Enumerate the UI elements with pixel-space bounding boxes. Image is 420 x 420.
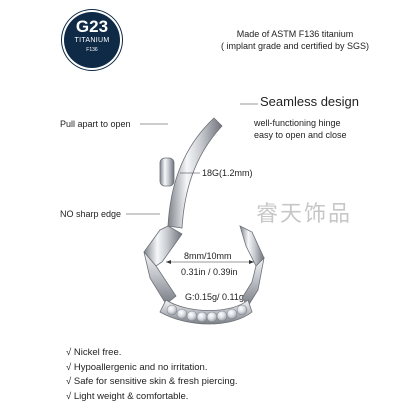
material-line-1: Made of ASTM F136 titanium — [236, 29, 354, 39]
ring-right-lower — [241, 256, 265, 307]
feature-item: √ Light weight & comfortable. — [66, 390, 189, 402]
hinge-arm — [167, 117, 223, 229]
pull-apart-label: Pull apart to open — [60, 119, 131, 129]
seamless-design-title: Seamless design — [260, 94, 359, 109]
gauge-label: 18G(1.2mm) — [202, 168, 253, 178]
feature-item: √ Safe for sensitive skin & fresh pierci… — [66, 376, 238, 387]
feature-list: √ Nickel free. √ Hypoallergenic and no i… — [66, 346, 238, 404]
diameter-in-label: 0.31in / 0.39in — [181, 267, 238, 277]
ring-left-lower — [143, 251, 177, 305]
gem-row — [166, 304, 248, 323]
badge-standard: F136 — [86, 47, 98, 53]
seamless-description: well-functioning hinge easy to open and … — [254, 117, 347, 141]
watermark: 睿天饰品 — [256, 202, 353, 227]
diameter-mm-label: 8mm/10mm — [184, 251, 232, 261]
ring-right-side — [239, 225, 265, 267]
no-sharp-edge-label: NO sharp edge — [60, 209, 122, 219]
material-info: Made of ASTM F136 titanium ( implant gra… — [200, 28, 390, 52]
feature-item: √ Nickel free. — [66, 347, 122, 358]
weight-label: G:0.15g/ 0.11g — [185, 292, 244, 302]
badge-code: G23 — [75, 17, 109, 36]
feature-item: √ Hypoallergenic and no irritation. — [66, 361, 208, 373]
seamless-line-1: well-functioning hinge — [254, 118, 341, 128]
seamless-line-2: easy to open and close — [254, 130, 347, 140]
g23-titanium-badge: G23 TITANIUM F136 — [62, 10, 122, 70]
badge-material: TITANIUM — [74, 37, 110, 44]
material-line-2: ( implant grade and certified by SGS) — [220, 41, 370, 51]
hinge-knuckle — [159, 157, 175, 187]
